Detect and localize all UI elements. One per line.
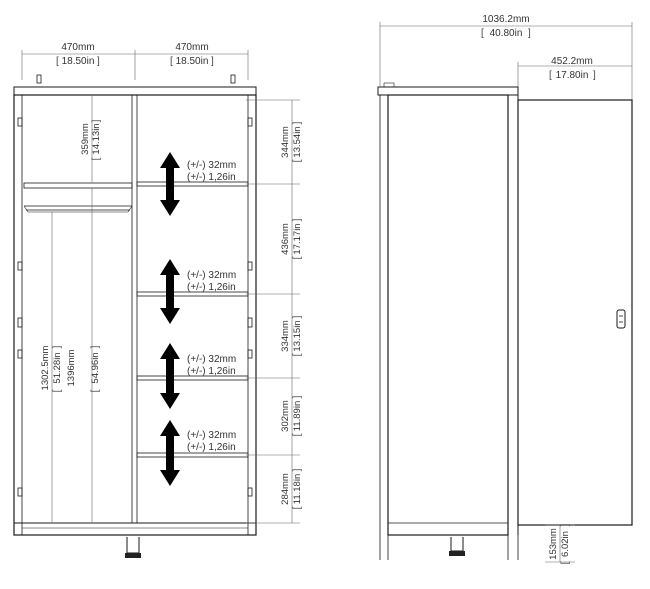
svg-text:[: [ (292, 256, 303, 259)
svg-text:]: ] (528, 28, 531, 39)
shelf-gap-3-mm: 334mm (280, 320, 291, 352)
svg-text:[: [ (560, 561, 571, 564)
adjust-arrow-1: (+/-) 32mm (+/-) 1,26in (160, 152, 236, 216)
svg-text:(+/-) 1,26in: (+/-) 1,26in (187, 282, 236, 293)
left-width-in: 18.50in (62, 56, 95, 67)
svg-text:(+/-) 32mm: (+/-) 32mm (187, 160, 236, 171)
shelf-gap-4-in: 11.89in (292, 401, 303, 431)
total-width-dimension: 1036.2mm [ 40.80in ] (379, 14, 633, 100)
svg-text:]: ] (97, 56, 100, 67)
svg-text:(+/-) 32mm: (+/-) 32mm (187, 430, 236, 441)
shelf-gap-4-mm: 302mm (280, 400, 291, 432)
svg-text:[: [ (292, 506, 303, 509)
closed-door-panel (517, 99, 633, 526)
right-width-in: 18.50in (176, 56, 209, 67)
front-foot (125, 553, 141, 558)
shelf-gap-2-mm: 436mm (280, 223, 291, 255)
side-view: 1036.2mm [ 40.80in ] 452.2mm [ 17.80in ] (377, 14, 633, 564)
svg-text:]: ] (292, 315, 303, 318)
front-width-dimension: 470mm [ 18.50in ] 470mm [ 18.50in ] (21, 42, 249, 80)
svg-text:]: ] (593, 70, 596, 81)
svg-text:]: ] (292, 121, 303, 124)
svg-text:[: [ (56, 56, 59, 67)
shelf-gap-5-in: 11.18in (292, 474, 303, 504)
hanging-height-mm: 1302.5mm (40, 345, 51, 390)
svg-text:(+/-) 1,26in: (+/-) 1,26in (187, 366, 236, 377)
svg-text:]: ] (91, 119, 102, 122)
front-carcass (13, 74, 257, 558)
svg-text:(+/-) 32mm: (+/-) 32mm (187, 354, 236, 365)
svg-text:[: [ (292, 433, 303, 436)
svg-text:]: ] (560, 523, 571, 526)
shelf-gap-1-mm: 344mm (280, 126, 291, 158)
door-handle (616, 309, 626, 329)
depth-mm: 452.2mm (551, 56, 593, 67)
svg-text:[: [ (481, 28, 484, 39)
svg-text:[: [ (90, 389, 101, 392)
total-width-mm: 1036.2mm (482, 14, 529, 25)
svg-text:[: [ (170, 56, 173, 67)
svg-text:]: ] (292, 395, 303, 398)
hanging-height-in: 51.28in (52, 352, 63, 383)
svg-text:[: [ (292, 353, 303, 356)
svg-text:]: ] (292, 218, 303, 221)
svg-text:]: ] (292, 468, 303, 471)
foot-height-dimension: 153mm [ 6.02in ] (545, 523, 575, 564)
shelf-gap-2-in: 17.17in (292, 223, 303, 254)
svg-text:[: [ (52, 389, 63, 392)
adjust-arrow-4: (+/-) 32mm (+/-) 1,26in (160, 420, 236, 486)
adjust-arrow-3: (+/-) 32mm (+/-) 1,26in (160, 343, 236, 409)
inner-height-mm: 1396mm (66, 349, 77, 386)
inner-height-in: 54.96in (90, 352, 101, 383)
depth-dimension: 452.2mm [ 17.80in ] (517, 56, 632, 100)
rail-height-in: 14.13in (91, 123, 102, 154)
svg-text:(+/-) 1,26in: (+/-) 1,26in (187, 172, 236, 183)
shelf-gap-5-mm: 284mm (280, 473, 291, 505)
svg-text:[: [ (91, 157, 102, 160)
svg-text:]: ] (211, 56, 214, 67)
adjust-arrow-2: (+/-) 32mm (+/-) 1,26in (160, 259, 236, 324)
side-foot (449, 551, 465, 556)
depth-in: 17.80in (556, 70, 589, 81)
front-view: 470mm [ 18.50in ] 470mm [ 18.50in ] (13, 42, 303, 558)
total-width-in: 40.80in (490, 28, 523, 39)
shelf-gap-1-in: 13.54in (292, 126, 303, 157)
svg-text:(+/-) 1,26in: (+/-) 1,26in (187, 442, 236, 453)
foot-height-mm: 153mm (548, 528, 559, 560)
svg-text:]: ] (52, 345, 63, 348)
shelf-gap-3-in: 13.15in (292, 320, 303, 351)
shelf-gap-dimensions: 344mm [ 13.54in ] 436mm [ 17.17in ] 334m… (246, 99, 303, 524)
left-width-mm: 470mm (61, 42, 94, 53)
foot-height-in: 6.02in (560, 531, 571, 557)
svg-text:]: ] (90, 345, 101, 348)
right-width-mm: 470mm (175, 42, 208, 53)
front-left-dimensions: 359mm [ 14.13in ] 1302.5mm [ 51.28in ] 1… (40, 96, 102, 522)
side-profile (377, 82, 519, 560)
svg-text:(+/-) 32mm: (+/-) 32mm (187, 270, 236, 281)
svg-text:[: [ (292, 159, 303, 162)
rail-height-mm: 359mm (80, 123, 91, 155)
shelf-adjust-arrows: (+/-) 32mm (+/-) 1,26in (+/-) 32mm (+/-)… (160, 152, 236, 486)
svg-text:[: [ (549, 70, 552, 81)
